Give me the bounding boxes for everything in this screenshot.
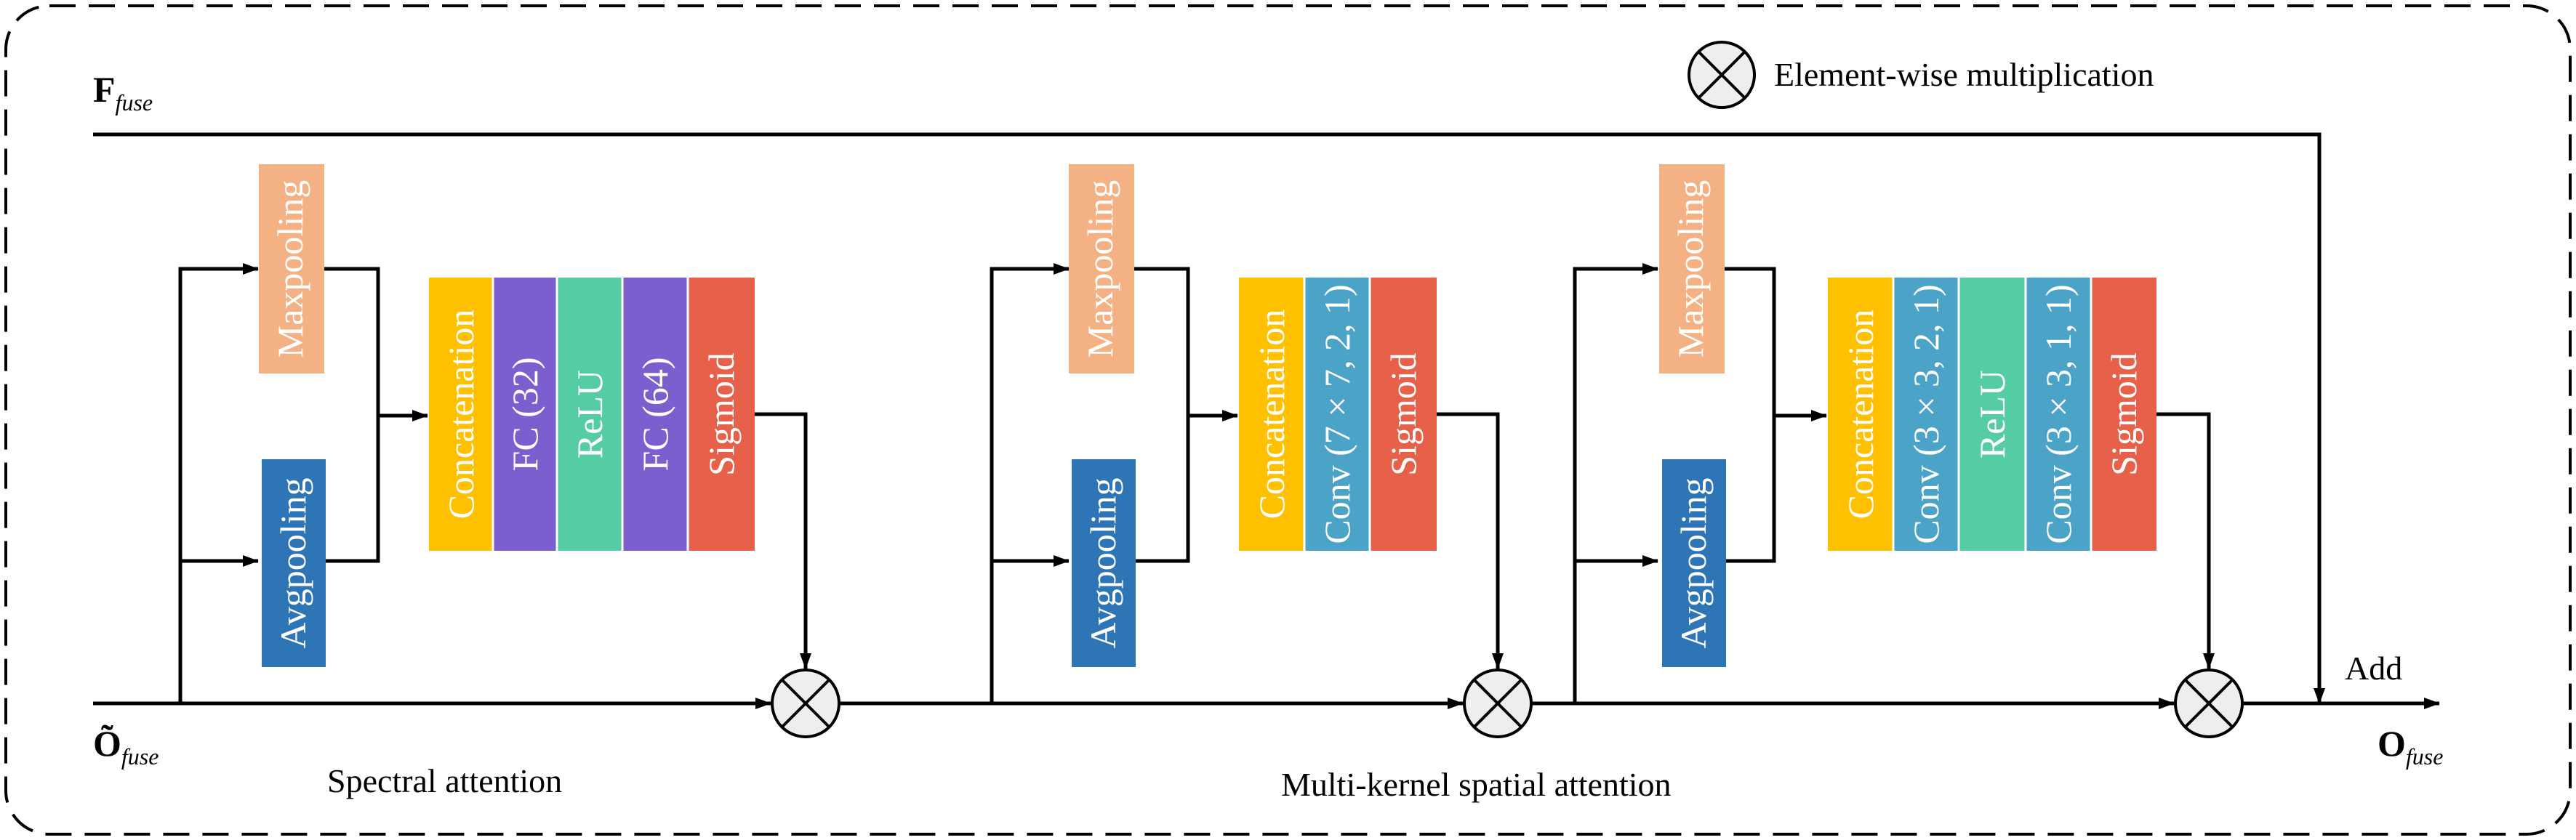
- legend: Element-wise multiplication: [1688, 41, 2154, 109]
- o-fuse-tilde-main: Õ: [93, 723, 121, 764]
- spectral-avgpool-block: Avgpooling: [262, 459, 326, 667]
- o-fuse-tilde-sub: fuse: [121, 743, 159, 770]
- spatial2-layer-stack: Concatenation Conv (3 × 3, 2, 1) ReLU Co…: [1828, 278, 2156, 551]
- avgpool-box: [1662, 459, 1726, 667]
- relu-label: ReLU: [569, 370, 610, 459]
- dashed-frame: [4, 4, 2572, 836]
- add-label: Add: [2345, 650, 2402, 687]
- spatial-attention-label: Multi-kernel spatial attention: [1281, 766, 1672, 803]
- concat-label: Concatenation: [1840, 310, 1881, 520]
- spectral-maxpool-block: Maxpooling: [259, 164, 324, 373]
- multiply-node-1: [771, 669, 840, 738]
- conv-3x3-a-label: Conv (3 × 3, 2, 1): [1906, 284, 1946, 544]
- fc-64-block: [622, 278, 688, 551]
- fc-64-label: FC (64): [635, 358, 675, 472]
- spectral-max-out: [324, 267, 380, 563]
- o-fuse-out-main: O: [2378, 723, 2406, 764]
- avgpool-label: Avgpooling: [273, 477, 313, 648]
- spectral-branch-up: [178, 263, 259, 703]
- spatial2-max-out: [1725, 267, 1776, 563]
- otimes-icon: [1688, 41, 1756, 109]
- spatial1-branch-up: [990, 263, 1070, 703]
- maxpool-label: Maxpooling: [1670, 180, 1711, 358]
- spatial1-avgpool-block: Avgpooling: [1072, 459, 1136, 667]
- spatial2-sigmoid-out: [2156, 412, 2215, 669]
- conv-7x7-block: [1304, 278, 1370, 551]
- avgpool-box: [262, 459, 326, 667]
- spatial2-avgpool-block: Avgpooling: [1662, 459, 1726, 667]
- spatial1-max-out: [1134, 267, 1190, 563]
- fc-32-block: [493, 278, 557, 551]
- f-fuse-skip-line: [93, 132, 2325, 704]
- relu-label: ReLU: [1972, 370, 2013, 459]
- maxpool-box: [1659, 164, 1725, 373]
- concat-block: [1828, 278, 1893, 551]
- legend-text: Element-wise multiplication: [1774, 56, 2154, 93]
- connectors: [93, 132, 2440, 709]
- f-fuse-main: F: [93, 69, 116, 110]
- multiply-node-3: [2174, 669, 2244, 738]
- sigmoid-label: Sigmoid: [2103, 352, 2144, 475]
- maxpool-label: Maxpooling: [1080, 180, 1120, 358]
- spatial1-maxpool-block: Maxpooling: [1069, 164, 1134, 373]
- conv-3x3-b-block: [2026, 278, 2091, 551]
- f-fuse-sub: fuse: [116, 89, 153, 116]
- relu-block: [557, 278, 622, 551]
- maxpool-box: [259, 164, 324, 373]
- relu-block: [1959, 278, 2026, 551]
- o-fuse-tilde-label: Õfuse: [93, 723, 159, 770]
- spectral-layer-stack: Concatenation FC (32) ReLU FC (64) Sigmo…: [429, 278, 755, 551]
- avgpool-label: Avgpooling: [1083, 477, 1123, 648]
- avgpool-box: [1072, 459, 1136, 667]
- maxpool-box: [1069, 164, 1134, 373]
- o-fuse-out-label: Ofuse: [2378, 723, 2443, 770]
- spatial1-layer-stack: Concatenation Conv (7 × 7, 2, 1) Sigmoid: [1239, 278, 1437, 551]
- spectral-attention-label: Spectral attention: [327, 762, 562, 799]
- sigmoid-label: Sigmoid: [701, 352, 742, 475]
- concat-block: [429, 278, 493, 551]
- sigmoid-label: Sigmoid: [1383, 352, 1424, 475]
- sigmoid-block: [2091, 278, 2156, 551]
- concat-label: Concatenation: [441, 310, 481, 520]
- multiply-node-2: [1463, 669, 1533, 738]
- sigmoid-block: [1370, 278, 1437, 551]
- conv-3x3-a-block: [1893, 278, 1959, 551]
- conv-3x3-b-label: Conv (3 × 3, 1, 1): [2038, 284, 2079, 544]
- concat-block: [1239, 278, 1304, 551]
- concat-label: Concatenation: [1251, 310, 1292, 520]
- spatial2-maxpool-block: Maxpooling: [1659, 164, 1725, 373]
- conv-7x7-label: Conv (7 × 7, 2, 1): [1317, 284, 1357, 544]
- spatial2-branch-up: [1573, 263, 1658, 703]
- avgpool-label: Avgpooling: [1673, 477, 1714, 648]
- f-fuse-label: Ffuse: [93, 69, 153, 116]
- spatial1-sigmoid-out: [1437, 412, 1504, 669]
- sigmoid-block: [688, 278, 755, 551]
- fc-32-label: FC (32): [505, 358, 545, 472]
- spectral-sigmoid-out: [755, 412, 811, 669]
- maxpool-label: Maxpooling: [270, 180, 310, 358]
- o-fuse-out-sub: fuse: [2406, 743, 2444, 770]
